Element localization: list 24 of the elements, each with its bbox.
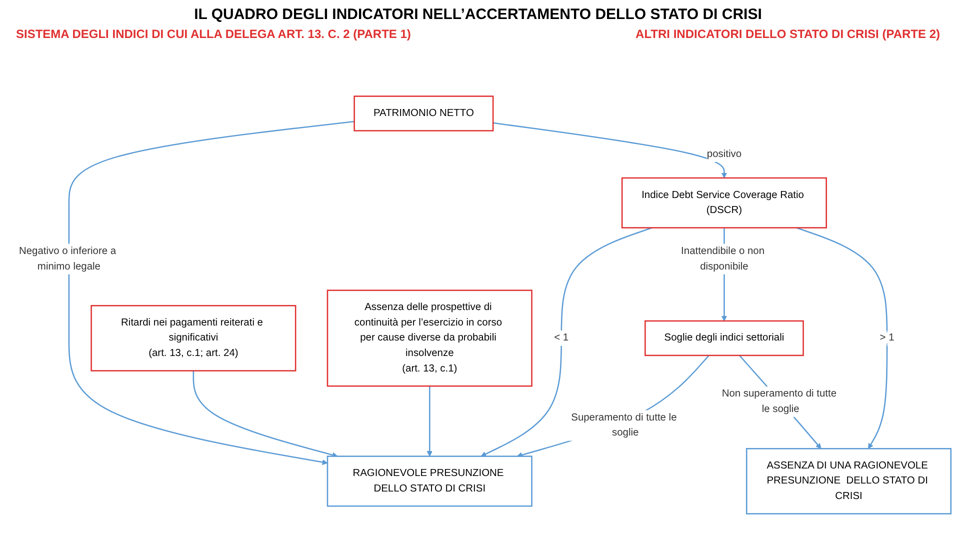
arrow — [426, 386, 432, 457]
section-heading: SISTEMA DEGLI INDICI DI CUI ALLA DELEGA ART. 13. C. 2 (PARTE 1) — [16, 27, 411, 41]
node-box: Soglie degli indici settoriali — [644, 320, 804, 356]
diagram-title: IL QUADRO DEGLI INDICATORI NELL’ACCERTAMENTO DELLO STATO DI CRISI — [193, 6, 763, 23]
node-box: Ritardi nei pagamenti reiterati e significativi (art. 13, c.1; art. 24) — [90, 305, 296, 372]
edge-label: Inattendibile o non disponibile — [681, 246, 765, 272]
edge-label: Negativo o inferiore a minimo legale — [18, 246, 116, 272]
arrow — [68, 120, 354, 465]
arrow — [492, 122, 728, 178]
node-box: Indice Debt Service Coverage Ratio (DSCR) — [621, 177, 827, 228]
arrow — [192, 370, 338, 458]
node-box: PATRIMONIO NETTO — [354, 96, 494, 132]
edge-label: > 1 — [880, 332, 894, 344]
node-box: Assenza delle prospettive di continuità per l’esercizio in corso per cause diverse da probabili insolvenze (art. 13, c.1) — [326, 290, 532, 387]
edge-label: Non superamento di tutte le soglie — [722, 388, 837, 415]
section-heading: ALTRI INDICATORI DELLO STATO DI CRISI (PARTE 2) — [636, 27, 940, 41]
edge-label: positivo — [706, 148, 742, 160]
arrow — [480, 227, 652, 457]
edge-label: Superamento di tutte le soglie — [571, 412, 677, 438]
arrow — [516, 355, 710, 458]
edge-label: < 1 — [554, 332, 569, 344]
node-box: RAGIONEVOLE PRESUNZIONE DELLO STATO DI CRISI — [326, 456, 532, 507]
node-box: ASSENZA DI UNA RAGIONEVOLE PRESUNZIONE DELLO STATO DI CRISI — [746, 448, 952, 514]
arrow — [796, 227, 888, 449]
